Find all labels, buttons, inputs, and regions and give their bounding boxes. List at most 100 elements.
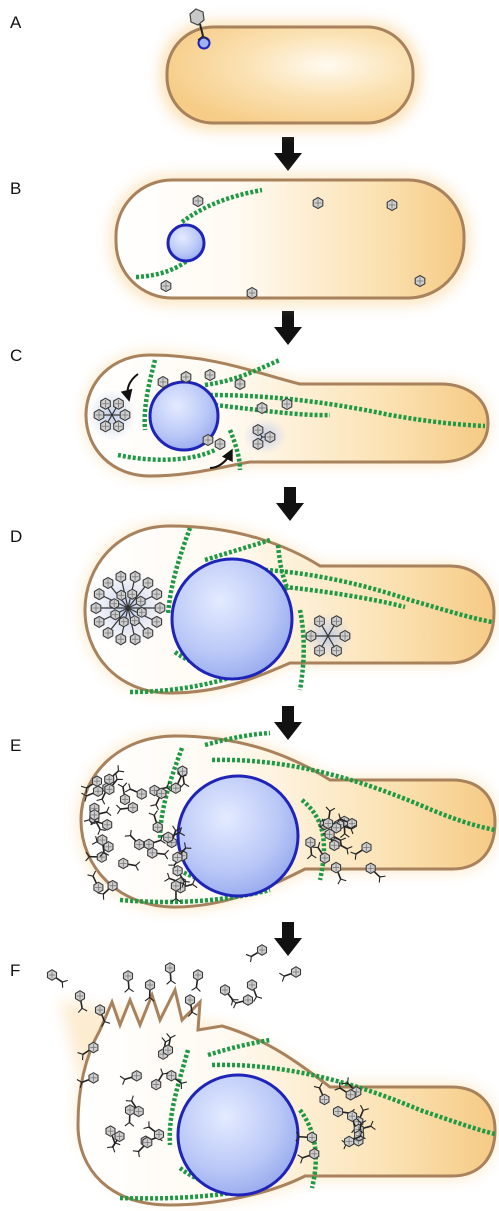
- phage-capsid: [247, 288, 257, 299]
- phage-capsid: [257, 403, 267, 414]
- phage-nucleus: [178, 776, 298, 896]
- phage-capsid: [89, 1073, 98, 1083]
- phage-capsid: [244, 995, 253, 1005]
- phage-capsid: [355, 1131, 364, 1141]
- phage-capsid: [126, 1105, 135, 1115]
- phage-capsid: [94, 882, 103, 892]
- phage-capsid: [193, 196, 203, 207]
- phage-capsid: [248, 980, 257, 990]
- phage-capsid: [205, 370, 215, 381]
- phage-capsid: [143, 1137, 152, 1147]
- phage-capsid: [308, 1132, 317, 1142]
- phage-capsid: [366, 863, 375, 873]
- phage-capsid: [110, 599, 119, 609]
- phage-capsid: [137, 789, 146, 799]
- phage-capsid: [155, 603, 165, 614]
- panel-b: [110, 175, 470, 305]
- phage-capsid: [320, 1094, 329, 1104]
- phage-capsid: [120, 410, 130, 421]
- phage-capsid: [306, 837, 315, 847]
- phage-capsid: [93, 776, 102, 786]
- panel-c: [84, 352, 490, 478]
- phage-capsid: [115, 1131, 124, 1141]
- panel-label-d: D: [10, 527, 22, 546]
- phage-capsid: [330, 840, 339, 850]
- phage-capsid: [181, 372, 191, 383]
- phage-capsid: [171, 881, 180, 891]
- phage-capsid: [101, 398, 111, 409]
- phage-capsid: [313, 198, 323, 209]
- phage-capsid: [94, 786, 103, 796]
- phage-capsid: [157, 788, 166, 798]
- phage-capsid: [143, 578, 153, 589]
- phage-capsid: [320, 853, 329, 863]
- phage-capsid: [103, 628, 113, 639]
- panel-e: [78, 733, 497, 910]
- phage-capsid: [362, 842, 371, 852]
- phage-capsid: [137, 607, 146, 617]
- phage-capsid: [332, 616, 342, 627]
- phage-capsid: [130, 571, 140, 582]
- phage-capsid: [325, 829, 334, 839]
- phage-capsid: [215, 439, 225, 450]
- phage-capsid: [144, 839, 153, 849]
- down-arrow-icon: [274, 137, 302, 171]
- phage-capsid: [152, 1079, 161, 1089]
- phage-capsid: [155, 1129, 164, 1139]
- phage-capsid: [101, 421, 111, 432]
- panel-f: [48, 945, 498, 1205]
- phage-capsid: [158, 377, 168, 388]
- panel-a: [160, 9, 420, 130]
- phage-capsid: [186, 995, 195, 1005]
- phage-capsid: [253, 425, 263, 436]
- panel-label-a: A: [10, 13, 22, 32]
- phage-capsid: [173, 866, 182, 876]
- phage-capsid: [348, 1111, 357, 1121]
- phage-capsid: [128, 589, 137, 599]
- phage-capsid: [130, 616, 139, 626]
- phage-capsid: [111, 610, 120, 620]
- phage-capsid: [132, 1071, 141, 1081]
- phage-capsid: [134, 1106, 143, 1116]
- phage-capsid: [306, 631, 316, 642]
- phage-capsid: [253, 438, 263, 449]
- phage-capsid: [167, 1071, 176, 1081]
- phage-capsid: [340, 631, 350, 642]
- down-arrow-icon: [274, 922, 302, 956]
- phage-capsid: [153, 822, 162, 832]
- phage-capsid: [194, 970, 203, 980]
- phage-capsid: [334, 1106, 343, 1116]
- phage-capsid: [143, 628, 153, 639]
- phage-capsid: [116, 571, 126, 582]
- phage-capsid: [130, 634, 140, 645]
- phage-capsid: [387, 200, 397, 211]
- phage-capsid: [332, 645, 342, 656]
- phage-capsid: [221, 985, 230, 995]
- panel-label-e: E: [10, 736, 21, 755]
- phage-capsid: [94, 616, 104, 627]
- panel-label-f: F: [10, 961, 20, 980]
- phage-capsid: [48, 970, 57, 980]
- phage-capsid: [103, 820, 112, 830]
- phage-capsid: [164, 1045, 173, 1055]
- phage-capsid: [152, 616, 162, 627]
- phage-capsid: [161, 281, 171, 292]
- phage-capsid: [121, 794, 130, 804]
- phage-capsid: [345, 1136, 354, 1146]
- phage-capsid: [119, 617, 128, 627]
- phage-capsid: [96, 1005, 105, 1015]
- down-arrow-icon: [276, 487, 304, 521]
- phage-capsid: [76, 991, 85, 1001]
- phage-capsid: [282, 399, 292, 410]
- phage-capsid: [94, 410, 104, 421]
- phage-capsid: [315, 645, 325, 656]
- panel-label-b: B: [10, 179, 21, 198]
- phage-capsid: [324, 818, 333, 828]
- phage-capsid: [108, 881, 117, 891]
- phage-capsid: [152, 589, 162, 600]
- phage-capsid: [258, 945, 267, 955]
- phage-capsid: [114, 421, 124, 432]
- phage-nucleus: [178, 1075, 298, 1195]
- phage-capsid: [103, 578, 113, 589]
